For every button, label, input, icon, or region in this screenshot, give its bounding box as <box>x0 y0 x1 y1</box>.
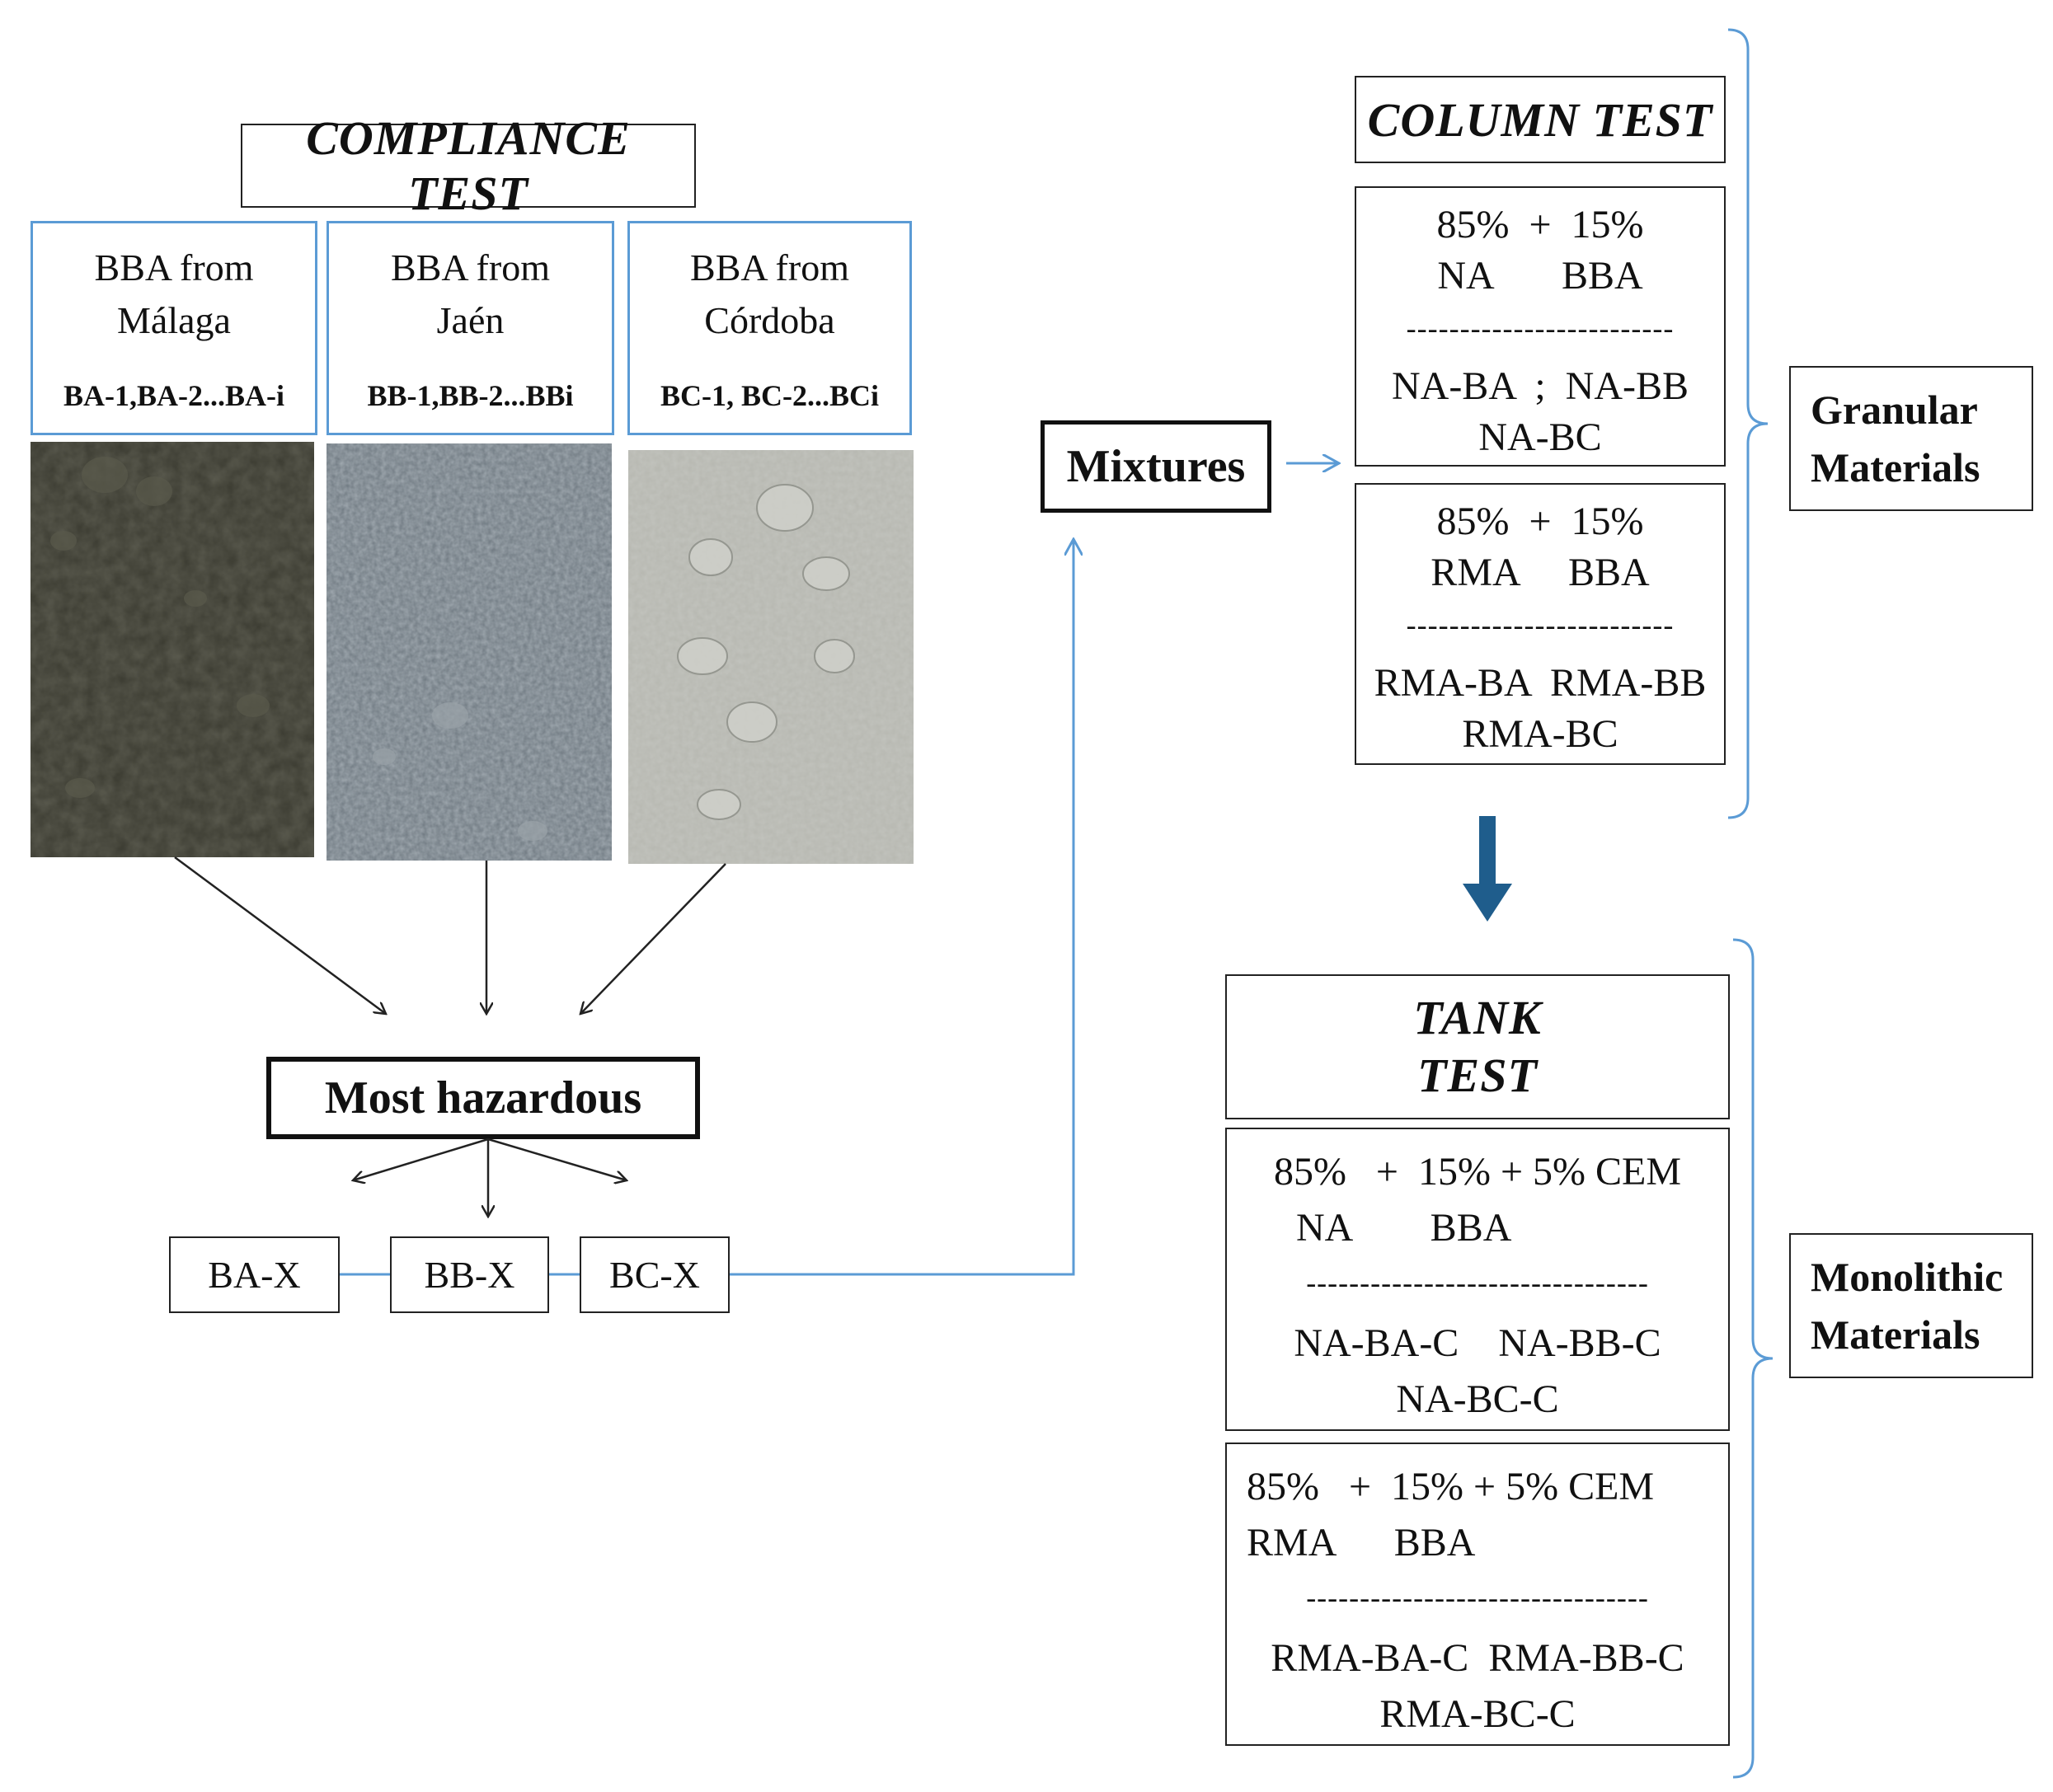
mixtures-box: Mixtures <box>1041 420 1271 513</box>
monolithic-label-line2: Materials <box>1811 1311 1980 1358</box>
source-jaen-line2: Jaén <box>436 299 505 341</box>
column-na-mix-box: 85% + 15% NA BBA -----------------------… <box>1355 186 1726 467</box>
column-rma-divider: ------------------------- <box>1406 608 1675 641</box>
arrow-hazardous-right <box>487 1138 627 1180</box>
source-cordoba-line2: Córdoba <box>704 299 835 341</box>
column-na-materials: NA BBA <box>1437 254 1643 298</box>
arrow-malaga-to-hazardous <box>174 856 386 1014</box>
source-box-jaen: BBA from Jaén BB-1,BB-2...BBi <box>327 221 614 435</box>
tank-rma-codes-line2: RMA-BC-C <box>1379 1692 1576 1736</box>
photo-jaen-ash <box>327 443 612 861</box>
granular-materials-label-box: Granular Materials <box>1789 366 2033 511</box>
source-box-malaga: BBA from Málaga BA-1,BA-2...BA-i <box>31 221 317 435</box>
column-rma-materials: RMA BBA <box>1431 551 1650 594</box>
source-cordoba-codes: BC-1, BC-2...BCi <box>660 379 879 412</box>
tank-rma-materials: RMA BBA <box>1247 1521 1476 1564</box>
arrow-hazardous-left <box>353 1138 489 1180</box>
selected-bb-x-box: BB-X <box>390 1236 549 1313</box>
tank-rma-divider: -------------------------------- <box>1306 1581 1649 1614</box>
column-na-divider: ------------------------- <box>1406 312 1675 345</box>
selected-ba-x-box: BA-X <box>169 1236 340 1313</box>
source-cordoba-line1: BBA from <box>690 246 849 289</box>
granular-label-line1: Granular <box>1811 387 1978 433</box>
source-jaen-line1: BBA from <box>391 246 550 289</box>
selected-bb-x-label: BB-X <box>424 1254 515 1296</box>
source-jaen-codes: BB-1,BB-2...BBi <box>367 379 574 412</box>
tank-rma-mix-box: 85% + 15% + 5% CEM RMA BBA -------------… <box>1225 1443 1730 1746</box>
arrow-column-to-tank-shaft <box>1479 816 1496 887</box>
source-box-cordoba: BBA from Córdoba BC-1, BC-2...BCi <box>627 221 912 435</box>
most-hazardous-box: Most hazardous <box>266 1057 700 1139</box>
granular-label-line2: Materials <box>1811 444 1980 490</box>
photo-cordoba-ash <box>628 450 914 864</box>
tank-rma-ratio: 85% + 15% + 5% CEM <box>1247 1465 1655 1508</box>
tank-na-materials: NA BBA <box>1296 1206 1512 1250</box>
tank-test-title-box: TANK TEST <box>1225 974 1730 1119</box>
granular-brace <box>1727 28 1769 819</box>
column-rma-mix-box: 85% + 15% RMA BBA ----------------------… <box>1355 483 1726 765</box>
compliance-test-title: COMPLIANCE TEST <box>306 111 631 220</box>
tank-na-mix-box: 85% + 15% + 5% CEM NA BBA --------------… <box>1225 1128 1730 1431</box>
tank-test-title-line2: TEST <box>1417 1048 1538 1102</box>
monolithic-materials-label-box: Monolithic Materials <box>1789 1233 2033 1378</box>
mixtures-label: Mixtures <box>1066 441 1246 492</box>
tank-rma-codes-line1: RMA-BA-C RMA-BB-C <box>1271 1636 1684 1680</box>
monolithic-brace <box>1732 938 1773 1779</box>
most-hazardous-label: Most hazardous <box>324 1072 642 1124</box>
column-na-codes-line1: NA-BA ; NA-BB <box>1391 364 1689 408</box>
selected-ba-x-label: BA-X <box>208 1254 301 1296</box>
source-malaga-codes: BA-1,BA-2...BA-i <box>63 379 284 412</box>
column-rma-codes-line2: RMA-BC <box>1462 712 1618 756</box>
monolithic-label-line1: Monolithic <box>1811 1254 2004 1300</box>
compliance-test-title-box: COMPLIANCE TEST <box>241 111 696 220</box>
arrow-column-to-tank-head <box>1463 884 1512 922</box>
tank-na-divider: -------------------------------- <box>1306 1266 1649 1299</box>
column-test-title-box: COLUMN TEST <box>1355 76 1726 163</box>
column-na-codes-line2: NA-BC <box>1478 415 1602 459</box>
tank-na-codes-line2: NA-BC-C <box>1396 1377 1559 1421</box>
arrow-cordoba-to-hazardous <box>580 863 726 1014</box>
source-malaga-line1: BBA from <box>94 246 254 289</box>
column-na-ratio: 85% + 15% <box>1436 203 1644 246</box>
selected-bc-x-label: BC-X <box>609 1254 700 1296</box>
column-rma-ratio: 85% + 15% <box>1436 500 1644 543</box>
tank-test-title-line1: TANK <box>1413 991 1542 1044</box>
photo-malaga-ash <box>31 442 314 857</box>
flow-to-mixtures <box>730 539 1073 1276</box>
selected-bc-x-box: BC-X <box>580 1236 730 1313</box>
column-rma-codes-line1: RMA-BA RMA-BB <box>1374 661 1707 705</box>
tank-na-ratio: 85% + 15% + 5% CEM <box>1273 1150 1682 1194</box>
source-malaga-line2: Málaga <box>117 299 231 341</box>
column-test-title: COLUMN TEST <box>1367 92 1713 147</box>
tank-na-codes-line1: NA-BA-C NA-BB-C <box>1294 1321 1661 1365</box>
